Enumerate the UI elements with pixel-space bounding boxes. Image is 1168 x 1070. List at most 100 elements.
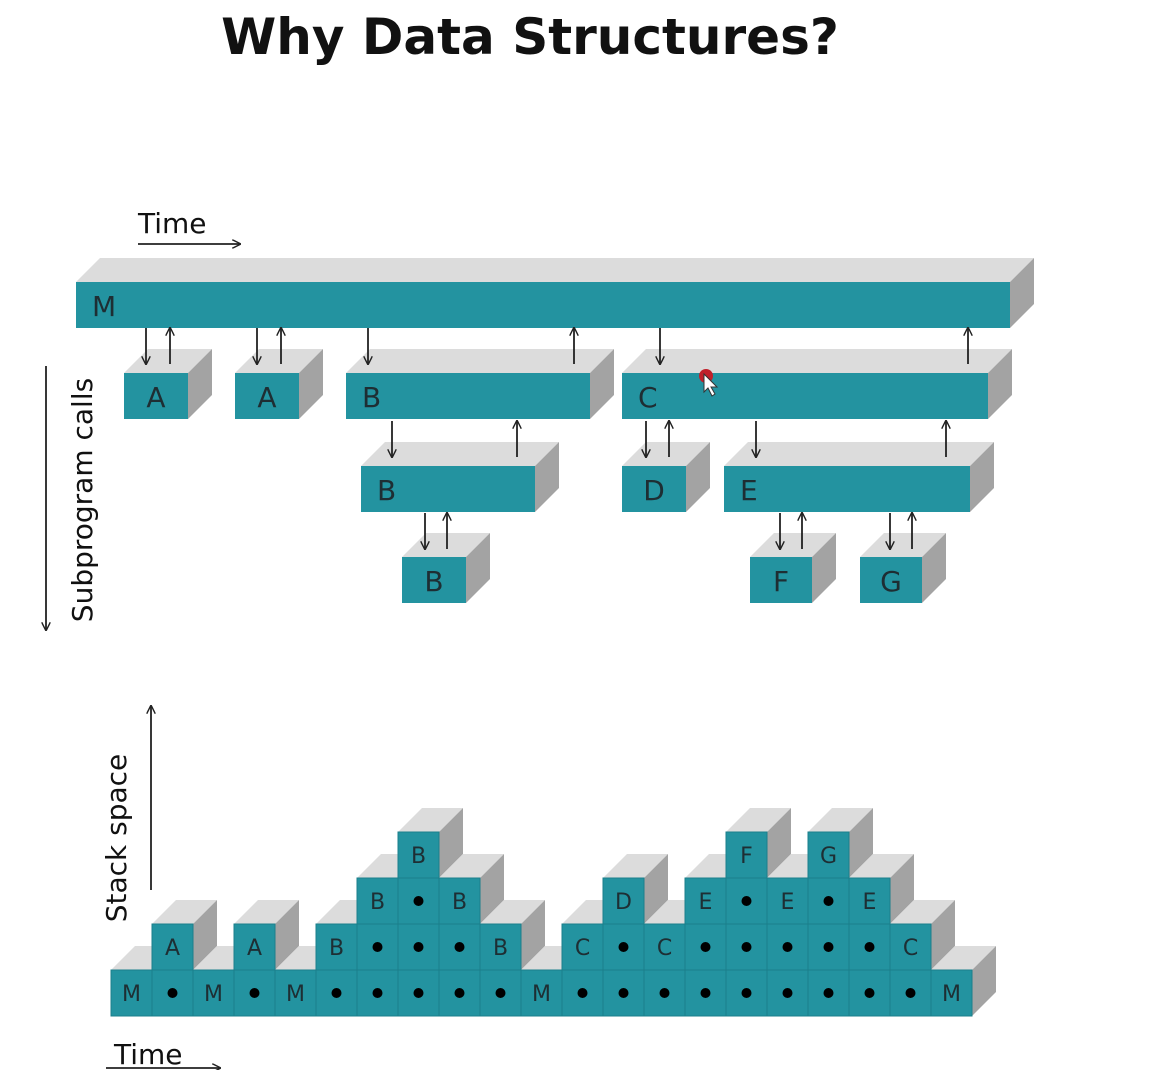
block-front-face bbox=[124, 373, 188, 419]
call-block-f bbox=[750, 533, 836, 603]
stack-cell bbox=[725, 831, 768, 879]
cell-top-face bbox=[726, 808, 791, 832]
cell-top-face bbox=[439, 854, 504, 878]
block-front-face bbox=[860, 557, 922, 603]
stack-cell bbox=[397, 831, 440, 879]
block-side-face bbox=[686, 442, 710, 512]
frame-dot bbox=[823, 942, 834, 952]
cell-side-face bbox=[193, 900, 217, 970]
stack-cell-label: C bbox=[903, 936, 918, 961]
cell-side-face bbox=[972, 946, 996, 1016]
block-front-face bbox=[622, 373, 988, 419]
stack-cell-label: A bbox=[247, 936, 262, 961]
stack-column: D bbox=[602, 854, 668, 1017]
stack-cell bbox=[684, 877, 727, 925]
frame-dot bbox=[249, 988, 260, 998]
frame-dot bbox=[741, 988, 752, 998]
call-block-label: F bbox=[773, 565, 789, 598]
frame-dot bbox=[782, 988, 793, 998]
call-block-a bbox=[235, 349, 323, 419]
cell-side-face bbox=[890, 854, 914, 924]
call-block-label: B bbox=[424, 565, 443, 598]
cell-side-face bbox=[439, 808, 463, 878]
cell-side-face bbox=[644, 854, 668, 924]
block-top-face bbox=[724, 442, 994, 466]
call-block-b bbox=[346, 349, 614, 419]
stack-cell-label: G bbox=[820, 844, 837, 869]
stack-cell bbox=[848, 877, 891, 925]
stack-cell bbox=[233, 923, 276, 971]
stack-cell-label: E bbox=[863, 890, 877, 915]
cell-top-face bbox=[398, 808, 463, 832]
stack-column: E bbox=[848, 854, 914, 1017]
stack-cell bbox=[274, 969, 317, 1017]
block-side-face bbox=[988, 349, 1012, 419]
block-side-face bbox=[970, 442, 994, 512]
cell-top-face bbox=[603, 854, 668, 878]
call-block-b bbox=[402, 533, 490, 603]
call-block-b bbox=[361, 442, 559, 512]
frame-dot bbox=[331, 988, 342, 998]
block-front-face bbox=[235, 373, 299, 419]
stack-cell-label: B bbox=[452, 890, 467, 915]
stack-column: A bbox=[151, 900, 217, 1017]
frame-dot bbox=[782, 942, 793, 952]
cell-top-face bbox=[808, 808, 873, 832]
stack-column: E bbox=[766, 854, 832, 1017]
stack-space-label: Stack space bbox=[100, 754, 133, 923]
stack-column: B bbox=[438, 854, 504, 1017]
frame-dot bbox=[413, 896, 424, 906]
cell-side-face bbox=[275, 900, 299, 970]
stack-cell bbox=[356, 877, 399, 925]
call-block-label: E bbox=[740, 474, 758, 507]
stack-cell-label: E bbox=[699, 890, 713, 915]
cell-top-face bbox=[480, 900, 545, 924]
block-side-face bbox=[1010, 258, 1034, 328]
block-top-face bbox=[402, 533, 490, 557]
frame-dot bbox=[454, 942, 465, 952]
call-block-label: D bbox=[643, 474, 665, 507]
block-side-face bbox=[812, 533, 836, 603]
stack-cell-label: M bbox=[122, 982, 141, 1007]
frame-dot bbox=[741, 942, 752, 952]
call-block-g bbox=[860, 533, 946, 603]
stack-cell-label: C bbox=[657, 936, 672, 961]
stack-cell bbox=[807, 831, 850, 879]
stack-cell-label: C bbox=[575, 936, 590, 961]
frame-dot bbox=[700, 988, 711, 998]
block-top-face bbox=[860, 533, 946, 557]
block-top-face bbox=[622, 442, 710, 466]
stack-cell bbox=[479, 923, 522, 971]
block-top-face bbox=[76, 258, 1034, 282]
cell-top-face bbox=[931, 946, 996, 970]
call-block-label: B bbox=[377, 474, 396, 507]
stack-cell-label: D bbox=[615, 890, 632, 915]
cell-side-face bbox=[931, 900, 955, 970]
stack-cell-label: B bbox=[370, 890, 385, 915]
call-block-label: C bbox=[638, 381, 658, 414]
cell-top-face bbox=[890, 900, 955, 924]
frame-dot bbox=[454, 988, 465, 998]
call-block-a bbox=[124, 349, 212, 419]
call-block-m bbox=[76, 258, 1034, 328]
frame-dot bbox=[700, 942, 711, 952]
block-top-face bbox=[346, 349, 614, 373]
stack-column: B bbox=[479, 900, 545, 1017]
frame-dot bbox=[413, 988, 424, 998]
call-block-d bbox=[622, 442, 710, 512]
frame-dot bbox=[659, 988, 670, 998]
stack-cell bbox=[643, 923, 686, 971]
stack-cell bbox=[561, 923, 604, 971]
cell-side-face bbox=[480, 854, 504, 924]
cell-top-face bbox=[849, 854, 914, 878]
stack-cell-label: M bbox=[204, 982, 223, 1007]
stack-column: B bbox=[397, 808, 463, 1017]
stack-cell bbox=[889, 923, 932, 971]
block-front-face bbox=[750, 557, 812, 603]
stack-cell-label: B bbox=[329, 936, 344, 961]
frame-dot bbox=[372, 942, 383, 952]
stack-cell-label: A bbox=[165, 936, 180, 961]
call-block-label: A bbox=[257, 381, 276, 414]
frame-dot bbox=[618, 988, 629, 998]
block-front-face bbox=[361, 466, 535, 512]
